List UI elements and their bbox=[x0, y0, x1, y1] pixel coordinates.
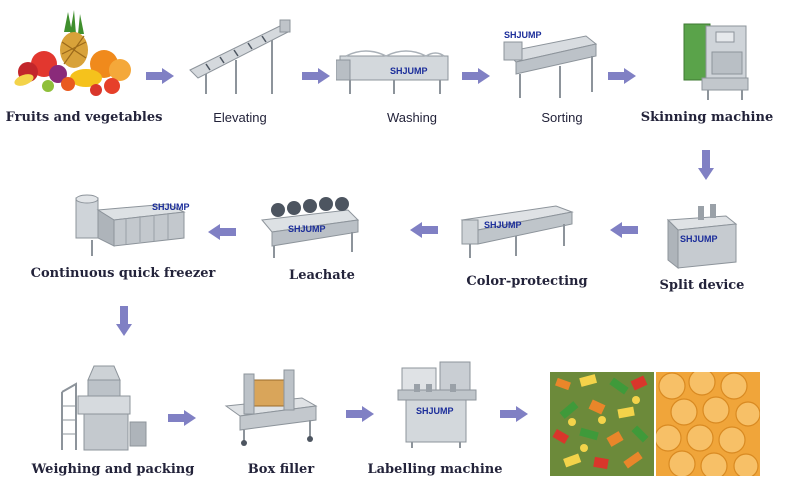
stage-elevating bbox=[186, 18, 294, 96]
label-labelling: Labelling machine bbox=[367, 462, 503, 477]
label-color: Color-protecting bbox=[466, 274, 588, 289]
brand-text: SHJUMP bbox=[152, 202, 190, 212]
label-skinning: Skinning machine bbox=[640, 110, 774, 125]
stage-products bbox=[550, 372, 760, 476]
washing-machine-image: SHJUMP bbox=[336, 50, 449, 94]
brand-text: SHJUMP bbox=[484, 220, 522, 230]
label-weighing: Weighing and packing bbox=[31, 462, 195, 477]
stage-leachate: SHJUMP bbox=[258, 196, 362, 260]
sorting-machine-image: SHJUMP bbox=[503, 30, 598, 98]
pineapple-icon bbox=[60, 10, 88, 68]
arrow-down-icon bbox=[116, 306, 132, 336]
weighing-packing-machine-image bbox=[61, 365, 147, 451]
stage-labelling: SHJUMP bbox=[396, 358, 480, 450]
frozen-mixed-vegetables-image bbox=[550, 372, 654, 476]
quick-freezer-image: SHJUMP bbox=[75, 194, 190, 256]
arrow-right-icon bbox=[346, 406, 374, 422]
label-fruits: Fruits and vegetables bbox=[5, 110, 163, 125]
stage-fruits bbox=[8, 8, 138, 100]
stage-washing: SHJUMP bbox=[336, 44, 452, 96]
brand-text: SHJUMP bbox=[504, 30, 542, 40]
arrow-down-icon bbox=[698, 150, 714, 180]
brand-text: SHJUMP bbox=[288, 224, 326, 234]
color-protecting-machine-image: SHJUMP bbox=[460, 205, 574, 258]
label-washing: Washing bbox=[386, 110, 438, 125]
stage-skinning bbox=[676, 22, 750, 102]
arrow-right-icon bbox=[302, 68, 330, 84]
stage-split: SHJUMP bbox=[664, 202, 740, 272]
arrow-left-icon bbox=[610, 222, 638, 238]
stage-sorting: SHJUMP bbox=[500, 22, 598, 100]
labelling-machine-image: SHJUMP bbox=[397, 361, 477, 448]
box-filler-image bbox=[224, 369, 318, 446]
label-split: Split device bbox=[659, 278, 745, 293]
stage-box bbox=[222, 368, 320, 446]
stage-color: SHJUMP bbox=[460, 200, 574, 262]
label-freezer: Continuous quick freezer bbox=[30, 266, 216, 281]
stage-freezer: SHJUMP bbox=[72, 194, 190, 258]
arrow-right-icon bbox=[500, 406, 528, 422]
arrow-left-icon bbox=[208, 224, 236, 240]
label-leachate: Leachate bbox=[289, 268, 355, 283]
fruits-image bbox=[14, 10, 131, 96]
leachate-machine-image: SHJUMP bbox=[261, 197, 360, 258]
skinning-machine-image bbox=[683, 23, 749, 100]
label-elevating: Elevating bbox=[213, 110, 267, 125]
arrow-left-icon bbox=[410, 222, 438, 238]
arrow-right-icon bbox=[462, 68, 490, 84]
arrow-right-icon bbox=[608, 68, 636, 84]
arrow-right-icon bbox=[146, 68, 174, 84]
elevator-conveyor-image bbox=[189, 19, 291, 94]
brand-text: SHJUMP bbox=[416, 406, 454, 416]
split-device-image: SHJUMP bbox=[666, 204, 738, 270]
sliced-apricots-image bbox=[656, 372, 760, 476]
arrow-right-icon bbox=[168, 410, 196, 426]
brand-text: SHJUMP bbox=[390, 66, 428, 76]
label-sorting: Sorting bbox=[541, 110, 583, 125]
stage-weighing bbox=[58, 362, 150, 456]
brand-text: SHJUMP bbox=[680, 234, 718, 244]
label-box: Box filler bbox=[247, 462, 315, 477]
